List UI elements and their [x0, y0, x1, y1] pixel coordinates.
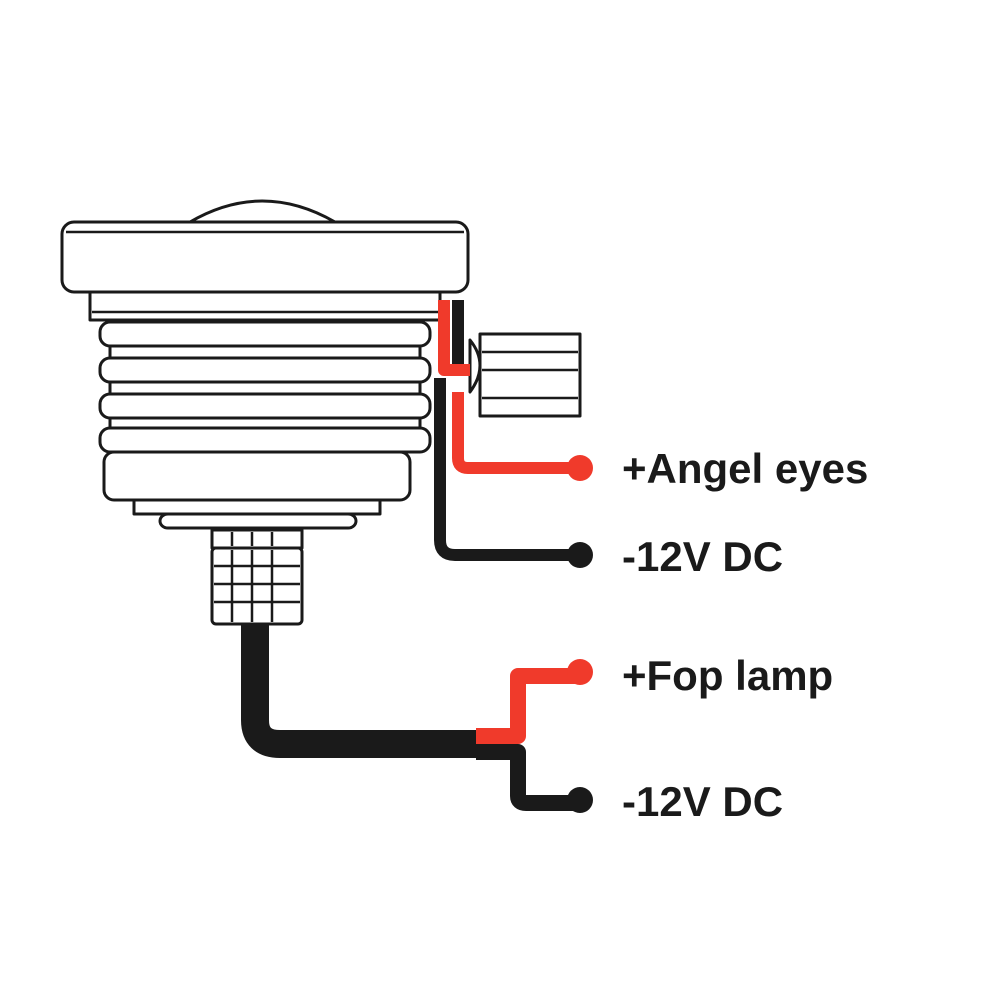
fog-lamp-positive-label: +Fop lamp — [622, 652, 833, 699]
fog-lamp-negative-terminal — [567, 787, 593, 813]
angel-eyes-positive-label: +Angel eyes — [622, 445, 868, 492]
heat-sink-fin — [98, 320, 432, 348]
fog-lamp-positive-wire — [476, 668, 578, 744]
angel-eyes-positive-terminal — [567, 455, 593, 481]
angel-eyes-negative-terminal — [567, 542, 593, 568]
fog-lamp-body — [60, 199, 470, 626]
cable-gland — [210, 528, 304, 550]
fog-lamp-positive-terminal — [567, 659, 593, 685]
lamp-lower-body — [102, 450, 412, 502]
angel-eyes-positive-wire — [438, 300, 578, 474]
heat-sink-fin — [98, 392, 432, 420]
angel-eyes-negative-label: -12V DC — [622, 533, 783, 580]
fog-lamp-negative-label: -12V DC — [622, 778, 783, 825]
fog-lamp-negative-wire — [476, 744, 578, 811]
angel-eyes-connector — [468, 332, 582, 418]
heat-sink-fin — [98, 426, 432, 454]
connector-plug — [478, 332, 582, 418]
heat-sink-fin — [98, 356, 432, 384]
fog-lamp-main-cable — [241, 624, 478, 758]
lens-dome — [188, 199, 337, 224]
angel-eyes-negative-wire — [434, 300, 578, 561]
lamp-collar — [88, 290, 442, 322]
